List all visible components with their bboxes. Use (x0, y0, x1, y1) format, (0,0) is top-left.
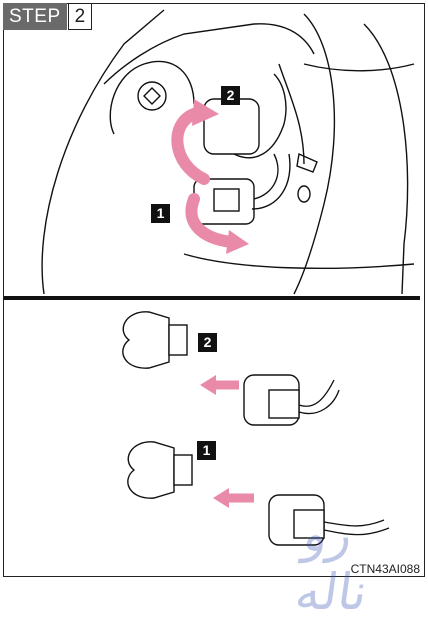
socket-upper (204, 99, 259, 154)
bolt-icon (138, 82, 166, 110)
step-label: STEP 2 (3, 3, 92, 30)
bulb-upper-icon (123, 312, 169, 368)
instruction-figure: STEP 2 2 1 (0, 0, 428, 580)
bulb-lower-icon (128, 442, 174, 498)
rotate-arrow (177, 114, 204, 179)
callout-badge-2-lower: 2 (198, 333, 217, 352)
figure-code: CTN43AI088 (351, 562, 420, 576)
step-word: STEP (3, 3, 67, 30)
callout-badge-1: 1 (151, 204, 170, 223)
arrow-left-upper (200, 375, 216, 395)
callout-badge-2: 2 (221, 86, 240, 105)
callout-badge-1-lower: 1 (197, 441, 216, 460)
step-number: 2 (68, 3, 93, 30)
socket-removal-illustration (4, 4, 424, 296)
arrow-left-lower (213, 488, 229, 508)
